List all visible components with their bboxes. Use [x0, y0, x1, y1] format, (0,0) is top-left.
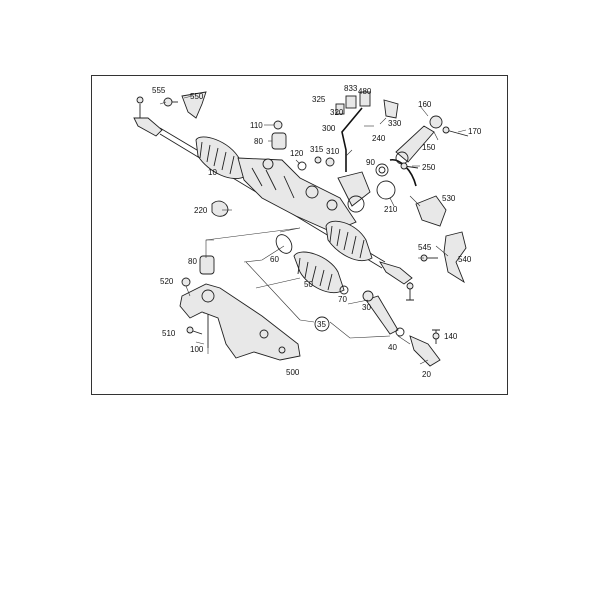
callout-545: 545 — [418, 243, 432, 252]
callout-300: 300 — [322, 124, 336, 133]
callout-240: 240 — [372, 134, 386, 143]
housing-port — [262, 158, 274, 170]
bushing-110 — [273, 120, 283, 130]
callout-110: 110 — [250, 121, 263, 130]
fitting-315-310 — [314, 156, 335, 167]
bushing-80-upper — [271, 132, 287, 150]
callout-325: 325 — [312, 95, 326, 104]
callout-320: 320 — [330, 108, 344, 117]
callout-160: 160 — [418, 100, 432, 109]
steering-rack-assembly — [133, 96, 414, 301]
callout-60: 60 — [270, 255, 279, 264]
leader-lines — [159, 95, 467, 365]
tie-rod-30 — [362, 290, 399, 335]
callout-833: 833 — [344, 84, 358, 93]
mount-80-lower — [199, 255, 215, 275]
callout-20: 20 — [422, 370, 431, 379]
clamp-70 — [339, 285, 349, 295]
right-tie-rod-end — [379, 261, 414, 301]
nut-140 — [432, 332, 440, 340]
right-bellows — [325, 220, 373, 261]
steering-shaft-150 — [395, 115, 443, 165]
callout-170: 170 — [468, 127, 482, 136]
ring-60 — [275, 234, 293, 254]
callout-150: 150 — [422, 143, 436, 152]
seal-90 — [375, 163, 389, 177]
callout-30: 30 — [362, 303, 371, 312]
callout-540: 540 — [458, 255, 472, 264]
bolt-555 — [163, 97, 178, 107]
bolt-250 — [400, 162, 419, 170]
callout-530: 530 — [442, 194, 456, 203]
left-tie-rod-end — [133, 96, 163, 137]
callout-510: 510 — [162, 329, 176, 338]
bellows-50 — [293, 251, 345, 293]
callout-35-circle — [314, 316, 330, 332]
callout-100: 100 — [190, 345, 204, 354]
bolt-170 — [442, 126, 469, 137]
valve-body — [337, 171, 371, 207]
callout-50: 50 — [304, 280, 313, 289]
callout-480: 480 — [358, 87, 372, 96]
callout-70: 70 — [338, 295, 347, 304]
clamp-833-480 — [335, 91, 371, 115]
bracket-330 — [383, 99, 399, 119]
nut-520 — [181, 277, 191, 287]
rack-housing — [237, 157, 371, 233]
callout-80-lower: 80 — [188, 257, 197, 266]
callout-315: 315 — [310, 145, 324, 154]
callout-80: 80 — [254, 137, 263, 146]
callout-555: 555 — [152, 86, 166, 95]
heat-shield-540 — [443, 231, 467, 284]
bracket-530 — [415, 195, 447, 227]
bracket-550 — [181, 91, 207, 119]
callout-40: 40 — [388, 343, 397, 352]
cross-member-500 — [179, 283, 301, 361]
nut-40 — [395, 327, 405, 337]
callout-310: 310 — [326, 147, 340, 156]
seal-210 — [376, 180, 396, 200]
callout-220: 220 — [194, 206, 208, 215]
hose-300 — [341, 107, 363, 172]
callout-210: 210 — [384, 205, 398, 214]
callout-10: 10 — [208, 168, 217, 177]
callout-330: 330 — [388, 119, 402, 128]
callout-35: 35 — [317, 320, 326, 329]
callout-520: 520 — [160, 277, 174, 286]
callout-90: 90 — [366, 158, 375, 167]
callout-550: 550 — [190, 92, 204, 101]
seal-120 — [297, 161, 307, 171]
callout-labels: 555 550 833 325 480 320 330 160 170 110 … — [152, 84, 482, 379]
bolt-510 — [186, 326, 203, 335]
callout-140: 140 — [444, 332, 458, 341]
callout-250: 250 — [422, 163, 436, 172]
bracket-220 — [211, 200, 229, 217]
callout-500: 500 — [286, 368, 300, 377]
callout-120: 120 — [290, 149, 304, 158]
